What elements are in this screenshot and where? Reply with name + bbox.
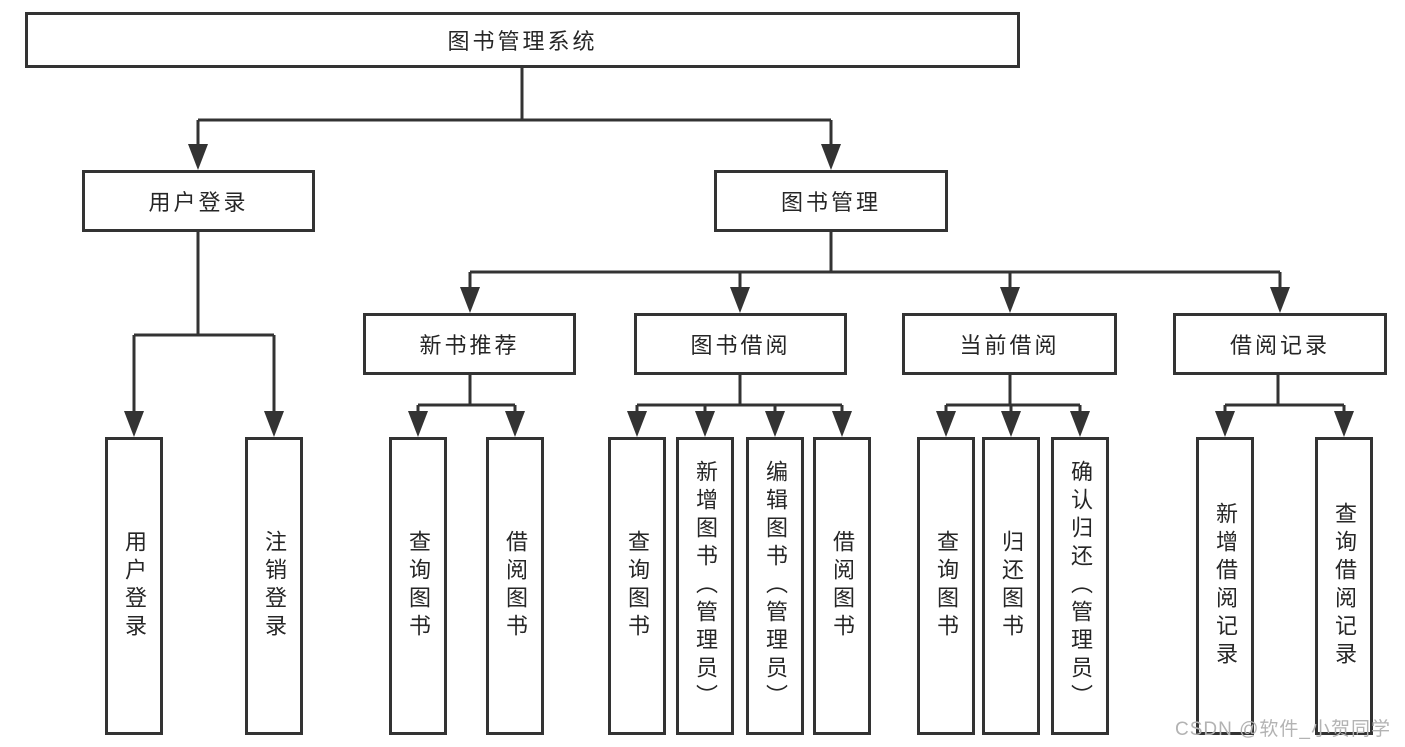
node-book-borrow: 图书借阅 xyxy=(634,313,847,375)
arrow-down-icon xyxy=(124,411,144,437)
arrow-down-icon xyxy=(264,411,284,437)
leaf-node-current-borrow-0: 查询图书 xyxy=(917,437,975,735)
node-label: 用户登录 xyxy=(148,190,249,215)
arrow-down-icon xyxy=(1334,411,1354,437)
leaf-node-current-borrow-1: 归还图书 xyxy=(982,437,1040,735)
node-label: 借阅图书 xyxy=(830,530,855,642)
arrow-down-icon xyxy=(408,411,428,437)
arrow-down-icon xyxy=(1000,287,1020,313)
watermark: CSDN @软件_小贺同学 xyxy=(1175,719,1391,740)
node-label: 查询图书 xyxy=(934,530,959,642)
leaf-node-user-login-1: 注销登录 xyxy=(245,437,303,735)
node-label: 图书借阅 xyxy=(690,333,791,358)
arrow-down-icon xyxy=(936,411,956,437)
leaf-node-book-borrow-2: 编辑图书（管理员） xyxy=(746,437,804,735)
leaf-node-borrow-records-1: 查询借阅记录 xyxy=(1315,437,1373,735)
node-current-borrow: 当前借阅 xyxy=(902,313,1117,375)
arrow-down-icon xyxy=(730,287,750,313)
node-label: 查询图书 xyxy=(625,530,650,642)
arrow-down-icon xyxy=(627,411,647,437)
node-book-management: 图书管理 xyxy=(714,170,948,232)
leaf-node-user-login-0: 用户登录 xyxy=(105,437,163,735)
node-library-system: 图书管理系统 xyxy=(25,12,1020,68)
arrow-down-icon xyxy=(765,411,785,437)
node-label: 新增图书（管理员） xyxy=(693,460,718,712)
node-label: 查询图书 xyxy=(406,530,431,642)
node-label: 借阅图书 xyxy=(503,530,528,642)
node-label: 借阅记录 xyxy=(1229,333,1330,358)
leaf-node-book-borrow-3: 借阅图书 xyxy=(813,437,871,735)
leaf-node-new-book-recommend-1: 借阅图书 xyxy=(486,437,544,735)
arrow-down-icon xyxy=(1215,411,1235,437)
arrow-down-icon xyxy=(695,411,715,437)
node-borrow-records: 借阅记录 xyxy=(1173,313,1387,375)
node-label: 确认归还（管理员） xyxy=(1068,460,1093,712)
node-new-book-recommend: 新书推荐 xyxy=(363,313,576,375)
arrow-down-icon xyxy=(1001,411,1021,437)
node-label: 新书推荐 xyxy=(419,333,520,358)
arrow-down-icon xyxy=(188,144,208,170)
leaf-node-new-book-recommend-0: 查询图书 xyxy=(389,437,447,735)
node-label: 归还图书 xyxy=(999,530,1024,642)
node-user-login: 用户登录 xyxy=(82,170,315,232)
arrow-down-icon xyxy=(505,411,525,437)
arrow-down-icon xyxy=(832,411,852,437)
node-label: 用户登录 xyxy=(122,530,147,642)
node-label: 查询借阅记录 xyxy=(1332,502,1357,670)
arrow-down-icon xyxy=(460,287,480,313)
leaf-node-current-borrow-2: 确认归还（管理员） xyxy=(1051,437,1109,735)
node-label: 图书管理系统 xyxy=(447,29,598,54)
node-label: 注销登录 xyxy=(262,530,287,642)
leaf-node-book-borrow-0: 查询图书 xyxy=(608,437,666,735)
node-label: 新增借阅记录 xyxy=(1213,502,1238,670)
leaf-node-book-borrow-1: 新增图书（管理员） xyxy=(676,437,734,735)
node-label: 编辑图书（管理员） xyxy=(763,460,788,712)
node-label: 当前借阅 xyxy=(959,333,1060,358)
node-label: 图书管理 xyxy=(780,190,881,215)
leaf-node-borrow-records-0: 新增借阅记录 xyxy=(1196,437,1254,735)
arrow-down-icon xyxy=(1270,287,1290,313)
arrow-down-icon xyxy=(1070,411,1090,437)
arrow-down-icon xyxy=(821,144,841,170)
